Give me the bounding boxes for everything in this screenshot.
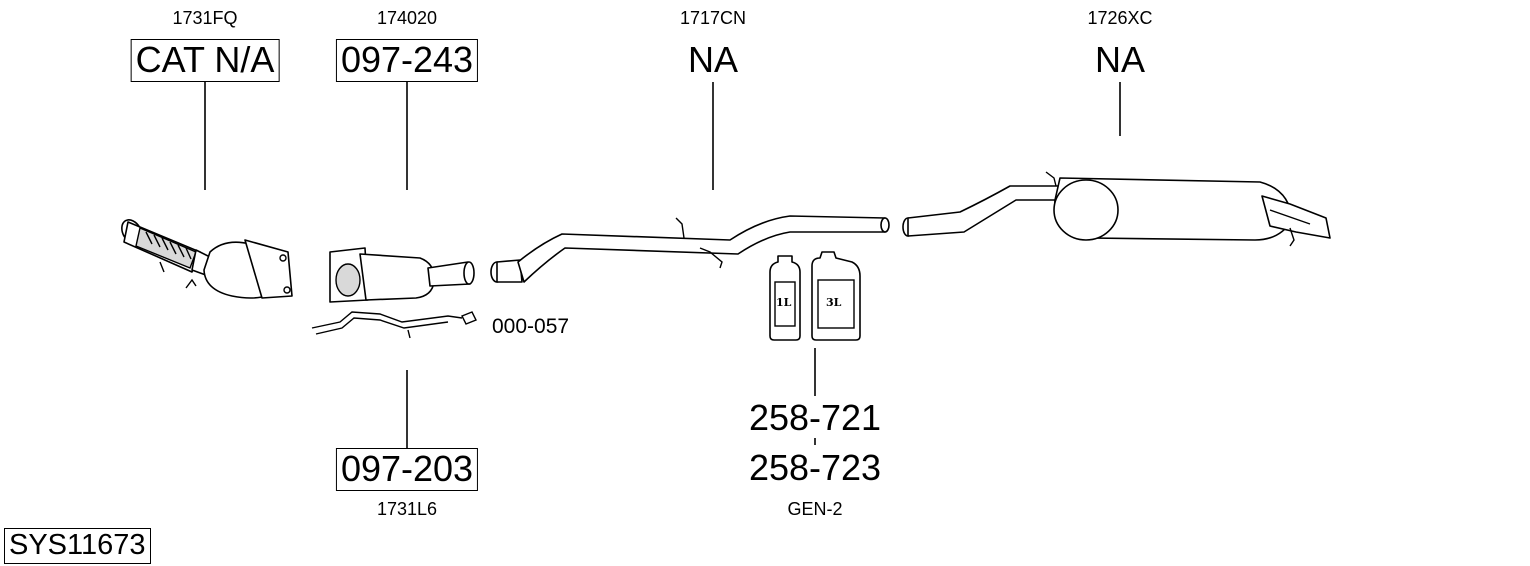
- bottle-large-label: 3L: [826, 296, 842, 309]
- front-pipe-ref: 1717CN: [679, 8, 747, 28]
- dpf-part: [311, 247, 477, 339]
- fluid-number-2: 258-723: [748, 447, 882, 488]
- pipe-lower-number: 097-203: [335, 448, 479, 491]
- rear-silencer-ref: 1726XC: [1087, 8, 1153, 28]
- bottle-small: [769, 255, 801, 341]
- fluid-number-1: 258-721: [748, 397, 882, 438]
- bottle-small-label: 1L: [776, 296, 792, 309]
- sensor-number: 000-057: [492, 315, 570, 338]
- front-pipe-number: NA: [687, 39, 739, 80]
- catalyst-part: [121, 219, 293, 299]
- bottle-large: [811, 251, 861, 341]
- fluid-ref: GEN-2: [787, 499, 843, 519]
- front-pipe-part: [490, 215, 890, 283]
- fluid-bottles: [769, 251, 861, 341]
- system-code: SYS11673: [4, 528, 151, 564]
- catalyst-ref: 1731FQ: [172, 8, 238, 28]
- rear-silencer-number: NA: [1094, 39, 1146, 80]
- pipe-lower-ref: 1731L6: [376, 499, 438, 519]
- dpf-number: 097-243: [335, 39, 479, 82]
- rear-silencer-part: [902, 171, 1331, 247]
- catalyst-number: CAT N/A: [130, 39, 280, 82]
- dpf-ref: 174020: [376, 8, 438, 28]
